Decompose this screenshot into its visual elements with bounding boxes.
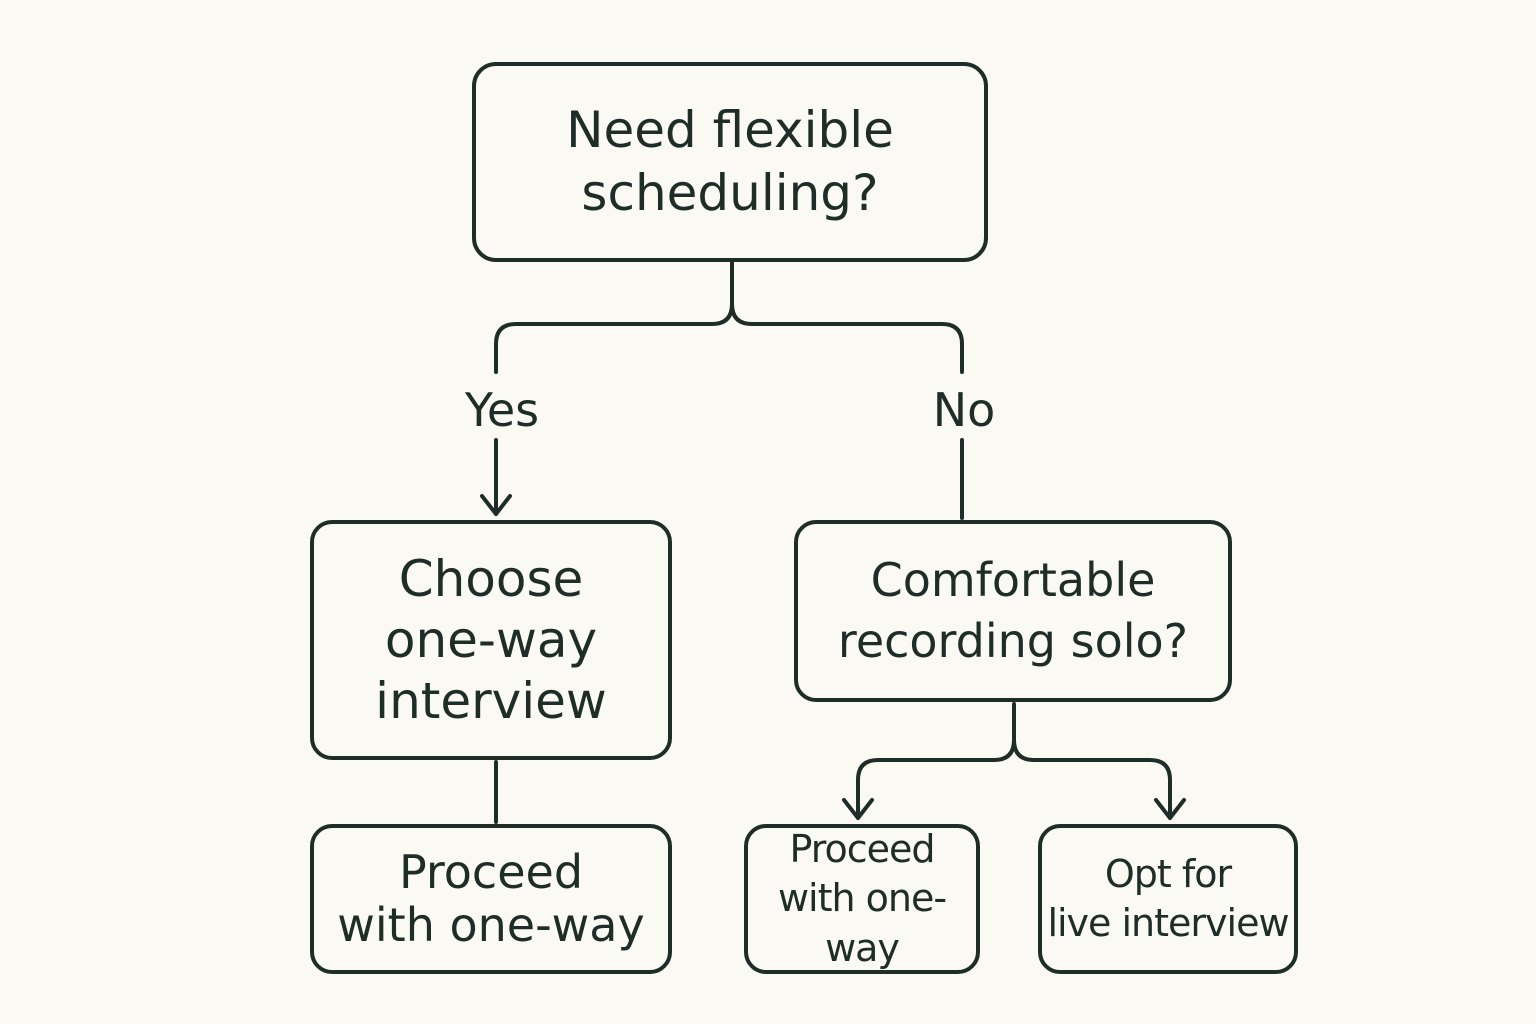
edge-label-yes: Yes [464, 383, 540, 437]
outcome-opt-for-live-interview: Opt for live interview [1038, 824, 1298, 974]
connector-start-split [494, 260, 734, 374]
outcome-choose-one-way-interview: Choose one-way interview [310, 520, 672, 760]
question-comfortable-recording-solo: Comfortable recording solo? [794, 520, 1232, 702]
connector-comfortable-split [856, 702, 1016, 820]
connector-start-no-branch [730, 302, 964, 374]
outcome-proceed-with-one-way-left-text: Proceed with one-way [337, 845, 645, 952]
question-comfortable-recording-solo-text: Comfortable recording solo? [837, 552, 1189, 668]
outcome-choose-one-way-interview-text: Choose one-way interview [375, 549, 607, 730]
outcome-proceed-with-one-way-middle: Proceed with one-way [744, 824, 980, 974]
edge-label-no: No [932, 383, 996, 437]
outcome-proceed-with-one-way-left: Proceed with one-way [310, 824, 672, 974]
arrowhead-yes [480, 494, 512, 516]
outcome-opt-for-live-interview-text: Opt for live interview [1047, 851, 1289, 945]
arrowhead-proceed-middle [842, 798, 874, 820]
question-need-flexible-scheduling: Need flexible scheduling? [472, 62, 988, 262]
arrowhead-opt-live [1154, 798, 1186, 820]
outcome-proceed-with-one-way-middle-text: Proceed with one-way [777, 826, 947, 970]
connector-comfortable-right-branch [1012, 738, 1172, 820]
question-need-flexible-scheduling-text: Need flexible scheduling? [566, 101, 894, 222]
